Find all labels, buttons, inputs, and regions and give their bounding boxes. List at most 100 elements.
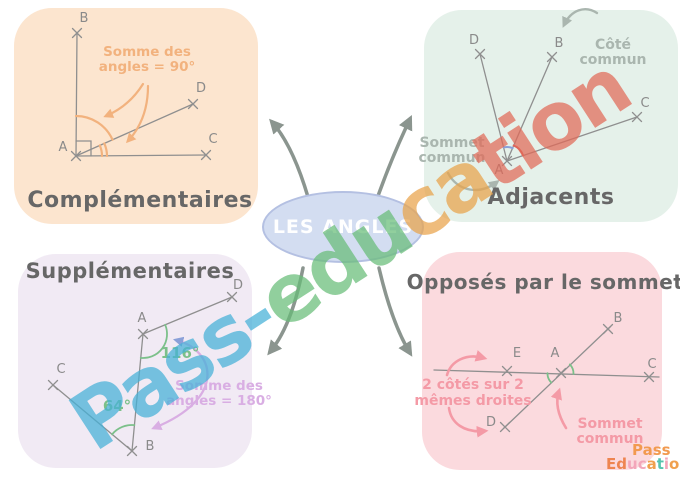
- annotation-arrow-1: [103, 82, 145, 118]
- title-complementaires: Complémentaires: [27, 188, 253, 213]
- xmark-e: [501, 365, 513, 377]
- angle-arc-dac-1: [98, 144, 104, 158]
- pass-education-logo: Pass Education: [606, 441, 680, 473]
- xmark-a: [70, 150, 82, 162]
- center-bubble-label: LES ANGLES: [272, 216, 414, 238]
- figure-adjacents: A D B C: [446, 8, 650, 192]
- segment-bc: [52, 384, 133, 452]
- arrow-to-supplementaires: [267, 266, 305, 356]
- xmark-c: [47, 379, 59, 391]
- xmark-c: [643, 371, 655, 383]
- point-label-b: B: [80, 11, 89, 26]
- xmark-b: [71, 27, 83, 39]
- ray-ad: [75, 103, 194, 157]
- point-label-b: B: [614, 311, 623, 326]
- cote-commun-arrow: [562, 8, 599, 28]
- point-label-d: D: [486, 415, 496, 430]
- figure-complementaires: A B C D: [59, 11, 218, 162]
- right-angle-mark: [75, 140, 92, 157]
- point-label-a: A: [59, 140, 68, 155]
- xmark-d: [187, 98, 199, 110]
- panel-supplementaires: [18, 254, 252, 468]
- line-eac: [433, 369, 660, 378]
- xmark-a: [555, 367, 567, 379]
- xmark-b: [126, 445, 138, 457]
- xmark-b: [602, 323, 614, 335]
- annotation-somme-180: Somme des angles = 180°: [166, 379, 272, 409]
- angle-value-116: 116°: [161, 344, 200, 362]
- logo-letter: o: [669, 455, 680, 473]
- xmark-d: [499, 421, 511, 433]
- point-label-b: B: [555, 36, 564, 51]
- point-label-c: C: [208, 132, 217, 147]
- angle-arc-64: [111, 424, 136, 436]
- annotation-somme-90: Somme des angles = 90°: [99, 45, 195, 75]
- annotation-cote-commun-line1: Côté: [594, 37, 632, 53]
- annotation-2-cotes-line1: 2 côtés sur 2: [422, 377, 524, 393]
- annotation-cote-commun-line2: commun: [579, 52, 647, 68]
- ray-ab: [506, 56, 553, 162]
- xmark-d: [226, 291, 238, 303]
- point-label-a: A: [138, 311, 147, 326]
- logo-letter: a: [646, 455, 657, 473]
- ray-ac: [75, 154, 207, 157]
- angle-value-64: 64°: [103, 397, 131, 415]
- panel-opposes: [422, 252, 662, 470]
- center-bubble: LES ANGLES: [262, 191, 424, 263]
- angle-arc-left: [546, 372, 553, 384]
- point-label-c: C: [56, 362, 65, 377]
- title-opposes: Opposés par le sommet: [406, 270, 680, 294]
- point-label-c: C: [647, 357, 656, 372]
- xmark-d: [474, 48, 486, 60]
- ray-ab: [75, 32, 78, 157]
- cotes-arrow-down: [447, 406, 489, 438]
- xmark-a: [137, 328, 149, 340]
- cotes-arrow-up: [445, 350, 488, 377]
- ray-ac: [506, 116, 638, 162]
- logo-letter: d: [616, 455, 627, 473]
- annotation-somme-180-line2: angles = 180°: [166, 393, 272, 409]
- ray-ad: [479, 53, 508, 162]
- center-arrows: [267, 115, 413, 357]
- figure-supplementaires: 116° 64° A B C D: [47, 278, 243, 457]
- point-label-d: D: [196, 81, 206, 96]
- point-label-e: E: [513, 346, 521, 361]
- angle-arc-dab: [502, 146, 514, 150]
- logo-line1: Pass: [632, 441, 671, 459]
- annotation-sommet-tr-line2: commun: [418, 150, 486, 166]
- annotation-sommet-commun-adjacents: Sommet commun: [418, 136, 485, 166]
- logo-letter: u: [627, 455, 638, 473]
- angle-arc-dac-2: [103, 142, 109, 158]
- annotation-cote-commun: Côté commun: [579, 38, 646, 68]
- logo-line2: Education: [606, 455, 680, 473]
- annotation-sommet-br-line2: commun: [576, 431, 644, 447]
- arrow-to-adjacents: [376, 115, 413, 198]
- annotation-sommet-br-line1: Sommet: [577, 416, 643, 432]
- annotation-2-cotes: 2 côtés sur 2 mêmes droites: [414, 377, 531, 409]
- point-label-d: D: [233, 278, 243, 293]
- point-label-a: A: [495, 163, 504, 178]
- annotation-sommet-commun-opposes: Sommet commun: [576, 417, 643, 447]
- segment-ad: [142, 296, 233, 335]
- logo-letter: c: [637, 455, 647, 473]
- arrow-to-opposes: [377, 266, 413, 357]
- logo-letter: t: [656, 455, 664, 473]
- arrow-to-complementaires: [269, 118, 310, 199]
- angle-arc-bac: [512, 144, 525, 157]
- annotation-somme-90-line1: Somme des: [103, 44, 191, 60]
- sommet-commun-arrow: [550, 387, 568, 430]
- panel-complementaires: [14, 8, 258, 224]
- segment-ab: [131, 333, 144, 452]
- annotation-somme-180-line1: Somme des: [175, 378, 263, 394]
- annotation-somme-90-line2: angles = 90°: [98, 59, 196, 75]
- title-adjacents: Adjacents: [487, 185, 615, 210]
- xmark-c: [200, 149, 212, 161]
- somme-180-arrow: [151, 336, 209, 431]
- point-label-b: B: [146, 439, 155, 454]
- xmark-b: [546, 51, 558, 63]
- xmark-a: [501, 155, 513, 167]
- title-supplementaires: Supplémentaires: [25, 259, 235, 283]
- point-label-a: A: [551, 346, 560, 361]
